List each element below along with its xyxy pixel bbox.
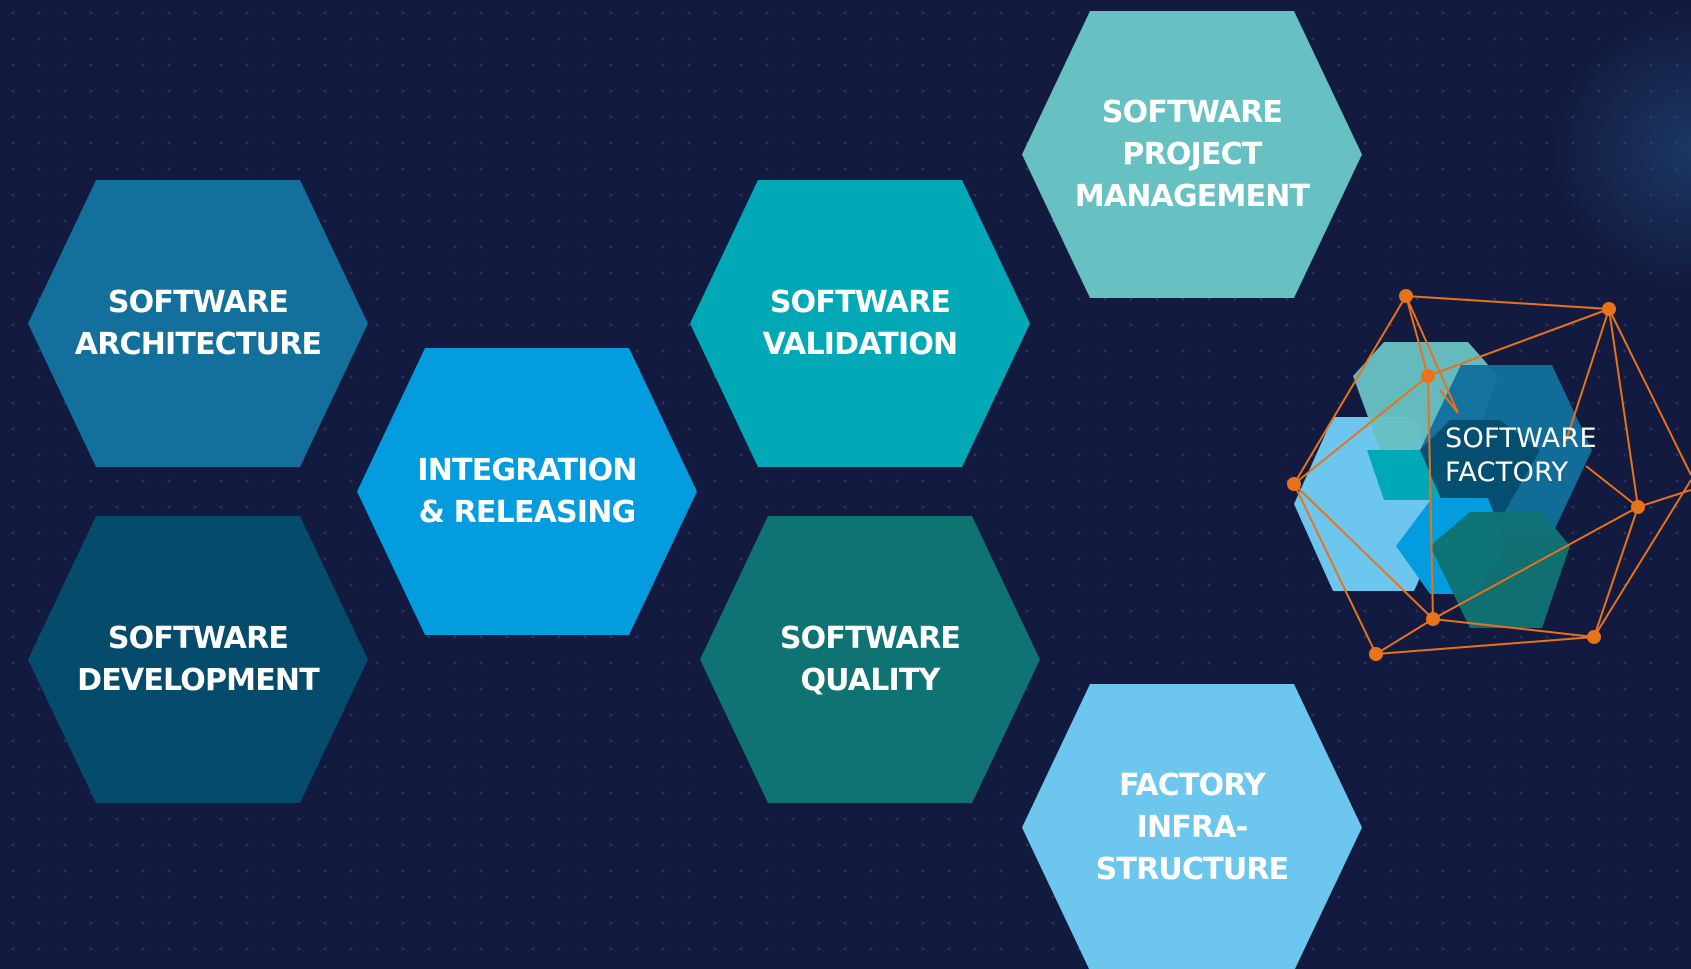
network-lines (1293, 295, 1691, 655)
network-node (1421, 369, 1435, 383)
hexagon-label: FACTORY INFRA- STRUCTURE (1095, 767, 1290, 887)
network-node (1631, 500, 1645, 514)
hexagon-software-validation: SOFTWARE VALIDATION (690, 180, 1030, 467)
hexagon-software-architecture: SOFTWARE ARCHITECTURE (28, 180, 368, 467)
hexagon-software-quality: SOFTWARE QUALITY (700, 516, 1040, 803)
network-node (1426, 612, 1440, 626)
network-nodes (1287, 289, 1645, 661)
hexagon-label: SOFTWARE DEVELOPMENT (77, 620, 320, 698)
network-node (1587, 630, 1601, 644)
software-factory-logo: SOFTWARE FACTORY (1270, 280, 1691, 680)
factory-label-line-2: FACTORY (1445, 457, 1569, 488)
network-node (1287, 477, 1301, 491)
hexagon-software-development: SOFTWARE DEVELOPMENT (28, 516, 368, 803)
mini-hexagon-navy (1420, 420, 1540, 520)
hexagon-integration-releasing: INTEGRATION & RELEASING (357, 348, 697, 635)
hexagon-software-project-management: SOFTWARE PROJECT MANAGEMENT (1022, 11, 1362, 298)
network-node (1369, 647, 1383, 661)
hexagon-label: SOFTWARE PROJECT MANAGEMENT (1074, 94, 1310, 214)
network-node (1602, 302, 1616, 316)
network-node (1399, 289, 1413, 303)
hexagon-label: SOFTWARE QUALITY (779, 620, 961, 698)
hexagon-factory-infrastructure: FACTORY INFRA- STRUCTURE (1022, 684, 1362, 969)
hexagon-label: INTEGRATION & RELEASING (417, 452, 637, 530)
mini-hexagon-dark-teal (1430, 512, 1570, 628)
hexagon-label: SOFTWARE VALIDATION (762, 284, 959, 362)
factory-label-line-1: SOFTWARE (1445, 423, 1597, 454)
hexagon-label: SOFTWARE ARCHITECTURE (74, 284, 322, 362)
factory-network-graphic (1287, 289, 1691, 661)
